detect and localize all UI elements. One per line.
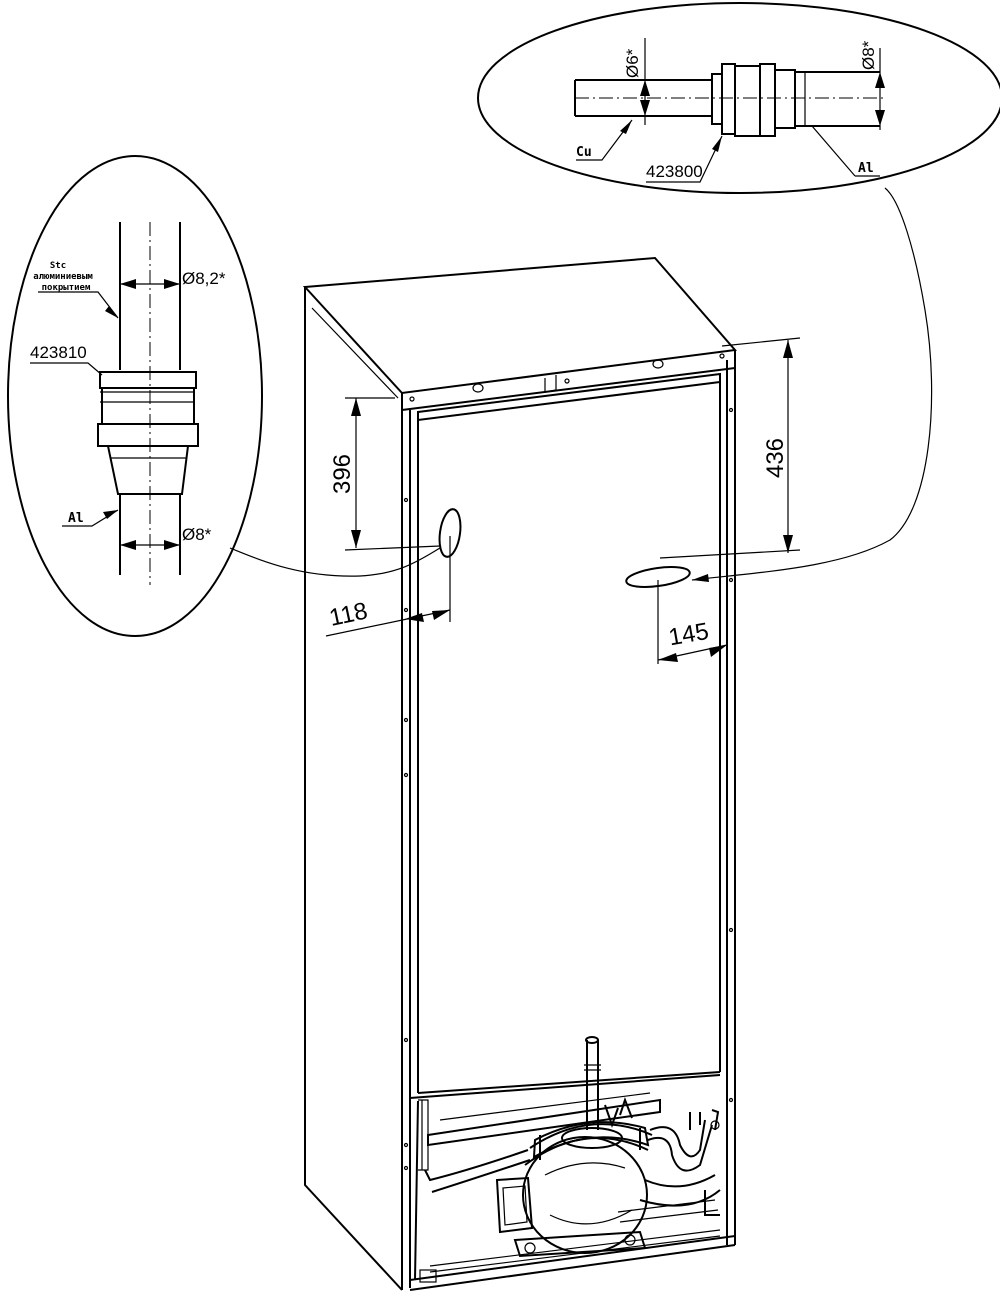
dimension-label-118: 118 xyxy=(327,597,370,631)
pipe-note-line2: алюминиевым xyxy=(33,272,93,282)
cabinet xyxy=(302,256,737,1291)
dimension-label-145: 145 xyxy=(667,618,711,652)
detail-right: Ø6* Ø8* Cu 423800 Al xyxy=(477,2,1000,194)
pipe-hole-left xyxy=(229,508,462,577)
diameter-label-left: Ø6* xyxy=(623,48,642,78)
dimension-label-396: 396 xyxy=(329,454,356,494)
dimension-145: 145 xyxy=(657,580,728,664)
dimension-label-436: 436 xyxy=(762,438,789,478)
pipe-note-line1: Stc xyxy=(50,261,66,271)
detail-left: Ø8,2* Ø8* Stc алюминиевым покрытием 4238… xyxy=(7,155,263,637)
diameter-label-bottom: Ø8* xyxy=(182,525,212,544)
material-label-al-right: Al xyxy=(858,161,874,176)
dimension-436: 436 xyxy=(659,337,801,559)
compressor xyxy=(424,1036,721,1258)
part-number-label-right: 423800 xyxy=(646,162,703,181)
pipe-note-line3: покрытием xyxy=(42,283,91,293)
dimension-396: 396 xyxy=(329,397,441,551)
pipe-hole-right xyxy=(625,187,933,588)
part-number-label: 423810 xyxy=(30,343,87,362)
dimension-118: 118 xyxy=(325,536,451,637)
diameter-label-top: Ø8,2* xyxy=(182,269,226,288)
diameter-label-right: Ø8* xyxy=(859,40,878,70)
material-label-cu: Cu xyxy=(576,145,592,160)
material-label-al: Al xyxy=(68,511,84,526)
